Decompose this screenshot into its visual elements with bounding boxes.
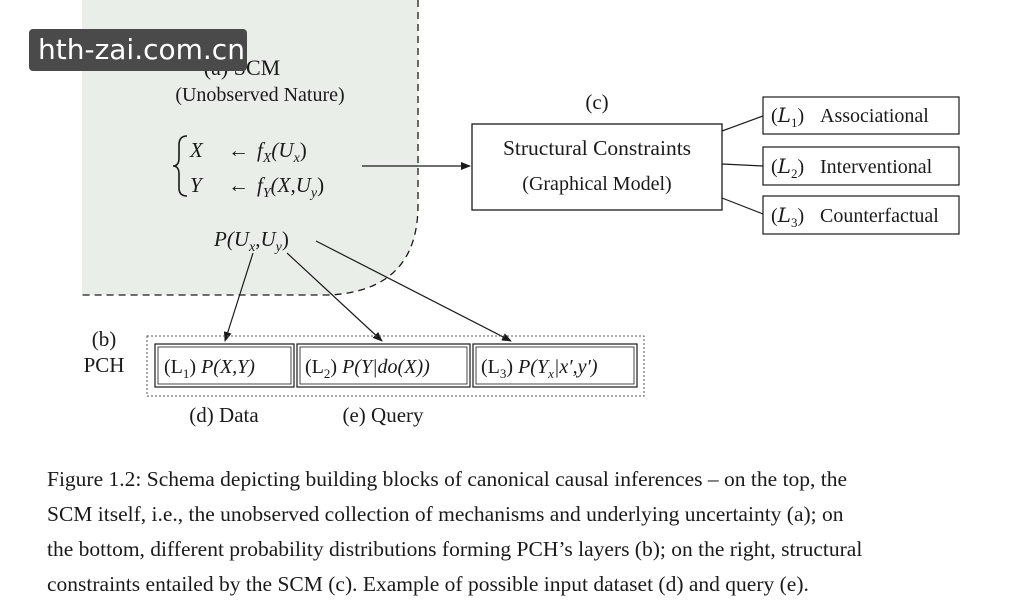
equation-y: Y ← fY(X,Uy): [190, 173, 324, 201]
layer-associational-label: (L1)Associational: [771, 103, 929, 130]
pch-layer1-inner: [157, 346, 292, 385]
figure-caption: Figure 1.2: Schema depicting building bl…: [47, 462, 997, 602]
constraints-title: Structural Constraints: [503, 136, 691, 160]
layer-interventional-label: (L2)Interventional: [771, 154, 933, 181]
watermark-badge: hth-zai.com.cn: [29, 29, 247, 71]
layer-counterfactual-label: (L3)Counterfactual: [771, 203, 939, 230]
pch-layer1-label: (L1) P(X,Y): [164, 356, 255, 381]
layer-counterfactual-box: [762, 195, 960, 235]
caption-line: Figure 1.2: Schema depicting building bl…: [47, 467, 848, 491]
caption-line: constraints entailed by the SCM (c). Exa…: [47, 572, 809, 596]
equation-brace: [172, 135, 188, 197]
pch-layer2-inner: [299, 346, 468, 385]
pch-layer3-inner: [475, 346, 635, 385]
layer-associational-box: [762, 96, 960, 135]
arrow-to-layer2: [286, 252, 383, 342]
equation-x: X ← fX(Ux): [189, 138, 307, 166]
pch-layer1-box: [154, 343, 295, 388]
pch-layer2-label: (L2) P(Y|do(X)): [305, 356, 430, 381]
constraints-box: [471, 123, 723, 211]
constraints-subtitle: (Graphical Model): [522, 173, 671, 195]
pch-outer-box: [146, 335, 645, 397]
caption-line: the bottom, different probability distri…: [47, 537, 863, 561]
exogenous-distribution: P(Ux,Uy): [213, 227, 289, 255]
data-label: (d) Data: [189, 403, 259, 427]
scm-region: [82, 0, 418, 295]
pch-label-b: (b): [92, 327, 117, 351]
arrow-to-layer3: [315, 240, 512, 342]
connector-counterfactual: [721, 197, 764, 215]
caption-line: SCM itself, i.e., the unobserved collect…: [47, 502, 844, 526]
query-label: (e) Query: [342, 403, 424, 427]
pch-label: PCH: [84, 353, 125, 377]
pch-layer3-label: (L3) P(Yx|x′,y′): [481, 356, 598, 381]
pch-layer3-box: [472, 343, 638, 388]
arrow-to-layer1: [223, 252, 254, 342]
connector-associational: [721, 115, 764, 132]
layer-interventional-box: [762, 146, 960, 186]
pch-layer2-box: [296, 343, 471, 388]
constraints-label: (c): [585, 90, 608, 114]
connector-interventional: [721, 163, 764, 167]
scm-region-border: [82, 0, 419, 296]
scm-subtitle: (Unobserved Nature): [175, 84, 344, 106]
